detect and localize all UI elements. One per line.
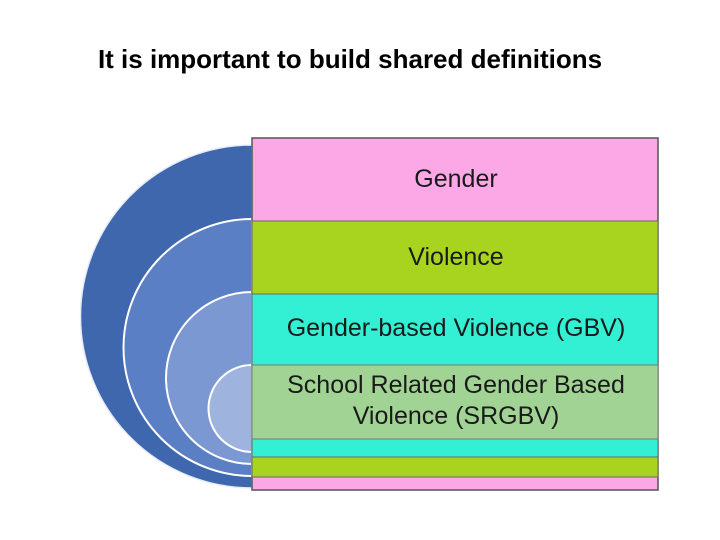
label-gender: Gender — [414, 165, 498, 193]
slide-title: It is important to build shared definiti… — [97, 44, 603, 74]
label-violence: Violence — [408, 243, 504, 271]
label-gbv: Gender-based Violence (GBV) — [286, 314, 626, 342]
band-srgbv — [251, 364, 659, 440]
label-srgbv: School Related Gender Based Violence (SR… — [287, 371, 625, 430]
arc-srgbv — [207, 363, 253, 454]
